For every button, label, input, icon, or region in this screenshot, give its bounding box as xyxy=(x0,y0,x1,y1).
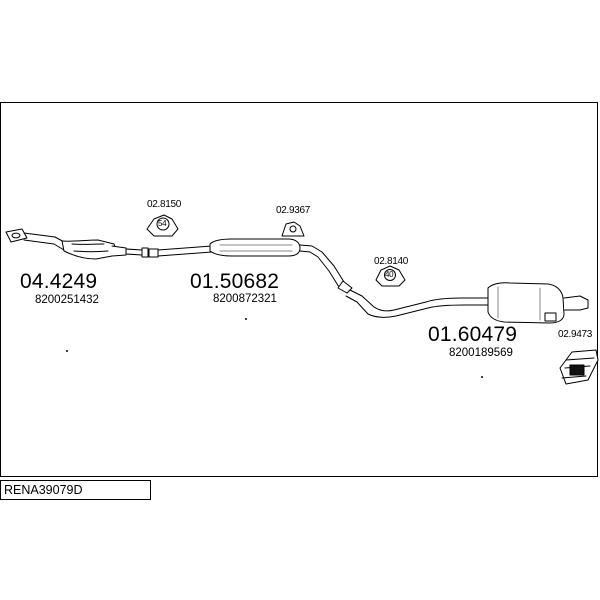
mount-02-9473-bracket xyxy=(559,349,599,385)
marker-dot xyxy=(66,350,68,352)
mount-badge-54: 54 xyxy=(158,219,167,228)
rear-pipe-silencer xyxy=(345,282,589,324)
reference-front-pipe: 8200251432 xyxy=(35,294,99,306)
front-pipe-catalytic-converter xyxy=(5,228,149,260)
part-number-middle-silencer: 01.50682 xyxy=(190,270,280,293)
marker-dot xyxy=(481,376,483,378)
marker-dot xyxy=(245,318,247,320)
mount-label-02-9367: 02.9367 xyxy=(276,205,311,216)
mount-label-02-9473: 02.9473 xyxy=(558,329,593,340)
mount-label-02-8150: 02.8150 xyxy=(147,199,182,210)
mount-02-8140-clip xyxy=(375,265,406,287)
middle-silencer-pipe xyxy=(148,238,353,294)
part-number-rear-silencer: 01.60479 xyxy=(428,323,518,346)
mount-badge-40: 40 xyxy=(385,270,394,279)
mount-label-02-8140: 02.8140 xyxy=(374,256,409,267)
diagram-frame xyxy=(0,102,598,477)
mount-02-8150-clip xyxy=(146,214,179,237)
reference-rear-silencer: 8200189569 xyxy=(449,347,513,359)
reference-middle-silencer: 8200872321 xyxy=(213,293,277,305)
part-number-front-pipe: 04.4249 xyxy=(20,270,98,293)
diagram-code: RENA39079D xyxy=(0,480,151,500)
mount-02-9367-clip xyxy=(281,221,305,237)
